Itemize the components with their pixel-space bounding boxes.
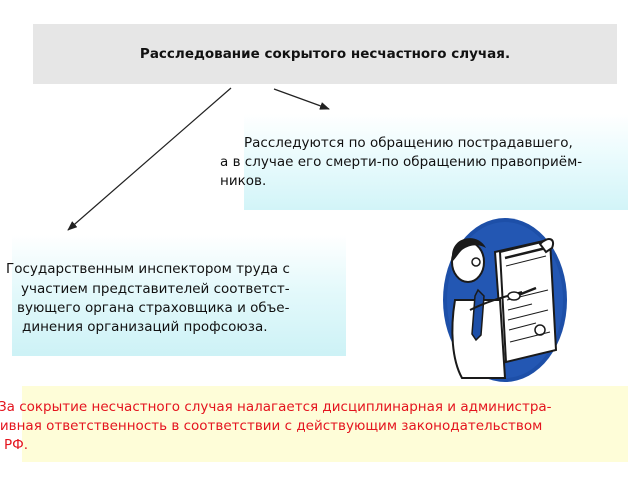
left-box-line-1: Государственным инспектором труда с — [6, 261, 290, 277]
note-line-1: За сокрытие несчастного случая налагаетс… — [0, 399, 552, 415]
title-box: Расследование сокрытого несчастного случ… — [33, 24, 617, 84]
inspector-box: Государственным инспектором труда с учас… — [6, 235, 346, 356]
note-line-2: тивная ответственность в соответствии с … — [0, 418, 543, 434]
right-box-line-3: ников. — [220, 173, 267, 189]
right-box-line-1: Расследуются по обращению пострадавшего, — [244, 135, 573, 151]
left-box-line-2: участием представителей соответст- — [21, 281, 290, 297]
left-box-line-3: вующего органа страховщика и объе- — [17, 300, 290, 316]
right-box-line-2: а в случае его смерти-по обращению право… — [220, 154, 583, 170]
arrow-to-right-box — [273, 88, 330, 110]
liability-note-box: За сокрытие несчастного случая налагаетс… — [0, 386, 628, 462]
investigation-request-box: Расследуются по обращению пострадавшего,… — [220, 114, 628, 210]
arrow-to-left-box — [67, 87, 232, 231]
note-line-3: РФ. — [4, 437, 29, 453]
diagram-title: Расследование сокрытого несчастного случ… — [139, 46, 511, 62]
left-box-line-4: динения организаций профсоюза. — [22, 319, 268, 335]
